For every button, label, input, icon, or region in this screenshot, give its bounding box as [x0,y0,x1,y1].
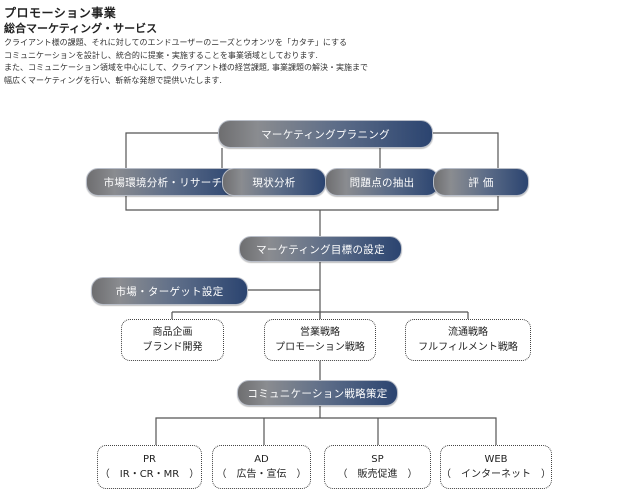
strategy-product: 商品企画 ブランド開発 [121,319,224,361]
tactic-pr: PR （ IR・CR・MR ） [97,445,202,489]
tactic-line: AD [254,454,269,465]
tactic-line: （ 販売促進 ） [337,469,418,480]
page-subtitle: 総合マーケティング・サービス [4,22,158,35]
tactic-web: WEB （ インターネット ） [440,445,552,489]
communication-node: コミュニケーション戦略策定 [237,380,398,406]
step-problem-extraction: 問題点の抽出 [325,168,439,196]
target-node: 市場・ターゲット設定 [91,277,248,305]
description-line: コミュニケーションを設計し、統合的に提案・実施することを事業領域としております. [4,50,318,60]
tactic-line: （ インターネット ） [441,469,551,480]
step-market-research: 市場環境分析・リサーチ [86,168,240,196]
step-current-analysis: 現状分析 [222,168,326,196]
strategy-line: ブランド開発 [142,342,203,353]
goal-node: マーケティング目標の設定 [239,236,402,262]
tactic-line: WEB [484,454,508,465]
tactic-ad: AD （ 広告・宣伝 ） [212,445,311,489]
description: クライアント様の課題、それに対してのエンドユーザーのニーズとウオンツを「カタチ」… [4,37,614,87]
tactic-line: （ IR・CR・MR ） [99,469,200,480]
strategy-line: プロモーション戦略 [275,342,365,353]
strategy-sales: 営業戦略 プロモーション戦略 [264,319,376,361]
description-line: また、コミュニケーション領域を中心にして、クライアント様の経営課題, 事業課題の… [4,63,368,72]
page-title: プロモーション事業 [4,6,117,20]
strategy-line: 営業戦略 [300,327,340,338]
description-line: 幅広くマーケティングを行い、斬新な発想で提供いたします. [4,75,222,85]
tactic-line: （ 広告・宣伝 ） [216,469,307,480]
strategy-line: フルフィルメント戦略 [418,342,518,353]
header: プロモーション事業 総合マーケティング・サービス クライアント様の課題、それに対… [4,6,614,87]
tactic-sp: SP （ 販売促進 ） [324,445,431,489]
strategy-line: 流通戦略 [448,327,488,338]
tactic-line: SP [371,454,384,465]
strategy-distribution: 流通戦略 フルフィルメント戦略 [405,319,531,361]
planning-node: マーケティングプラニング [218,120,433,148]
tactic-line: PR [143,454,156,465]
step-evaluation: 評 価 [433,168,529,196]
description-line: クライアント様の課題、それに対してのエンドユーザーのニーズとウオンツを「カタチ」… [4,38,347,47]
strategy-line: 商品企画 [152,327,193,338]
